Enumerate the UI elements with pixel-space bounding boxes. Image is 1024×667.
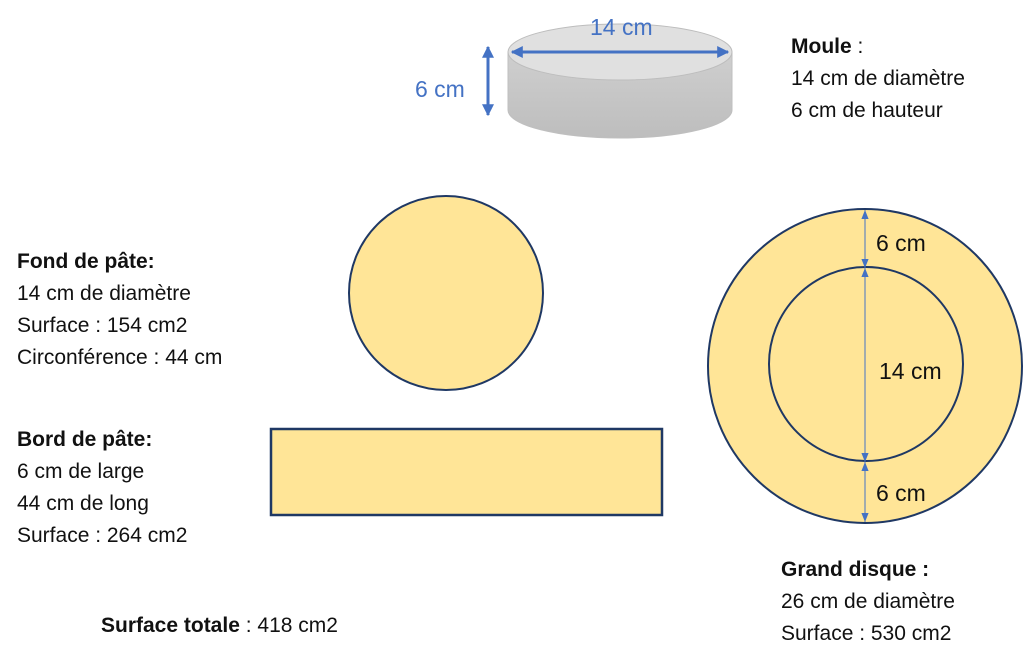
mold-height-label: 6 cm	[415, 76, 465, 102]
bord-caption-line: 44 cm de long	[17, 492, 149, 515]
bord-caption-line: Surface : 264 cm2	[17, 524, 188, 547]
fond-disc	[348, 195, 544, 391]
mold-caption-title: Moule	[791, 35, 852, 58]
fond-caption: Fond de pâte: 14 cm de diamètre Surface …	[17, 246, 222, 374]
bord-caption-line: 6 cm de large	[17, 460, 145, 483]
bord-caption: Bord de pâte: 6 cm de large 44 cm de lon…	[17, 424, 187, 552]
mold-diameter-label: 14 cm	[590, 14, 653, 40]
total-surface-label: Surface totale	[101, 614, 240, 637]
mold-cylinder	[507, 23, 733, 139]
total-surface-value: : 418 cm2	[239, 614, 338, 637]
mold-caption-title-line: Moule :	[791, 31, 965, 63]
bord-strip	[269, 427, 664, 517]
bord-caption-title: Bord de pâte:	[17, 428, 153, 451]
mold-caption-line: 14 cm de diamètre	[791, 67, 965, 90]
grand-disque-caption-line: 26 cm de diamètre	[781, 590, 955, 613]
mold-caption: Moule : 14 cm de diamètre 6 cm de hauteu…	[791, 31, 965, 127]
fond-caption-line: Circonférence : 44 cm	[17, 346, 223, 369]
dim-label-top: 6 cm	[876, 230, 926, 256]
grand-disque-caption: Grand disque : 26 cm de diamètre Surface…	[781, 554, 955, 650]
dim-label-bottom: 6 cm	[876, 480, 926, 506]
mold-caption-title-suffix: :	[851, 35, 864, 58]
dim-label-middle: 14 cm	[879, 358, 942, 384]
grand-disque-caption-title: Grand disque :	[781, 558, 930, 581]
grand-disque-caption-line: Surface : 530 cm2	[781, 622, 952, 645]
fond-caption-title: Fond de pâte:	[17, 250, 155, 273]
fond-caption-line: 14 cm de diamètre	[17, 282, 191, 305]
mold-caption-line: 6 cm de hauteur	[791, 99, 943, 122]
total-surface: Surface totale : 418 cm2	[101, 610, 338, 642]
fond-caption-line: Surface : 154 cm2	[17, 314, 188, 337]
